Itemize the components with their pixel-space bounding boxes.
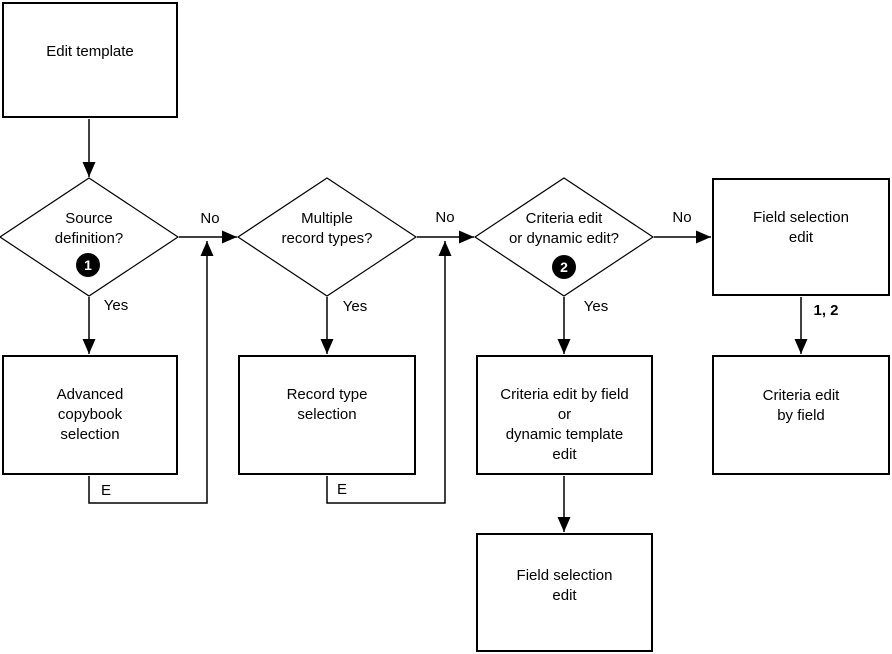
- badge-2-icon: 2: [552, 255, 576, 279]
- node-field-selection-edit-top: Field selection edit: [712, 178, 890, 296]
- node-advanced-copybook-selection: Advanced copybook selection: [2, 355, 178, 475]
- node-criteria-edit-by-field: Criteria edit by field: [712, 355, 890, 475]
- node-criteria-edit-by-field-label: Criteria edit by field: [762, 387, 840, 424]
- node-advanced-copybook-selection-label: Advanced copybook selection: [56, 386, 124, 443]
- edge-label-criteria-no: No: [672, 209, 692, 226]
- node-field-selection-edit-bottom-label: Field selection edit: [516, 566, 613, 604]
- node-edit-template-label: Edit template: [46, 43, 134, 60]
- node-field-selection-edit-bottom: Field selection edit: [476, 533, 653, 652]
- edge-label-field-selection-1-2: 1, 2: [813, 302, 839, 319]
- badge-1-icon: 1: [76, 253, 100, 277]
- edge-label-multiple-no: No: [435, 209, 455, 226]
- edge-label-source-yes: Yes: [103, 297, 129, 314]
- edge-label-source-no: No: [200, 210, 220, 227]
- edge-label-advanced-exit-e: E: [100, 482, 112, 499]
- node-field-selection-edit-top-label: Field selection edit: [753, 209, 849, 246]
- edge-label-record-exit-e: E: [336, 481, 348, 498]
- loop-advanced-copybook-e-return: [88, 241, 214, 504]
- decision-source-definition-label: Source definition?: [54, 210, 124, 247]
- node-record-type-selection-label: Record type selection: [286, 386, 368, 423]
- node-criteria-edit-or-dynamic-template-edit-label: Criteria edit by field or dynamic templa…: [500, 386, 629, 463]
- decision-multiple-record-types-shape: [236, 177, 418, 297]
- decision-criteria-or-dynamic-shape: [473, 177, 655, 297]
- loop-record-type-e-return: [326, 241, 452, 504]
- decision-source-definition-shape: [0, 177, 180, 297]
- edge-label-criteria-yes: Yes: [583, 298, 609, 315]
- edge-label-multiple-yes: Yes: [342, 298, 368, 315]
- decision-multiple-record-types-label: Multiple record types?: [281, 210, 373, 247]
- decision-criteria-or-dynamic-label: Criteria edit or dynamic edit?: [508, 210, 620, 247]
- node-record-type-selection: Record type selection: [238, 355, 416, 475]
- node-criteria-edit-or-dynamic-template-edit: Criteria edit by field or dynamic templa…: [476, 355, 653, 475]
- node-edit-template: Edit template: [2, 2, 178, 118]
